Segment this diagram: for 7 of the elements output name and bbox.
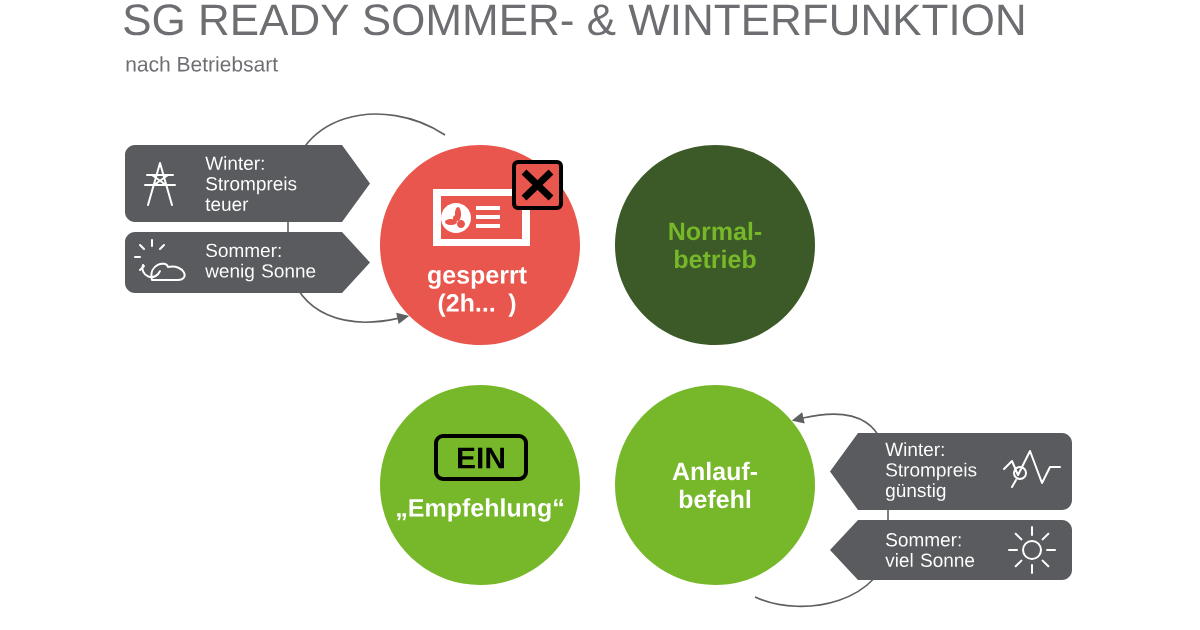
subtitle: nach Betriebsart (126, 56, 278, 72)
on-badge: EIN (434, 434, 528, 481)
label-tag: Winter: Strompreis teuer (125, 145, 370, 222)
label-tag: Sommer: viel Sonne (830, 520, 1072, 580)
label-tag: Winter: Strompreis günstig (830, 433, 1072, 510)
label-tag: Sommer: wenig Sonne (125, 232, 370, 293)
title: SG READY SOMMER- & WINTERFUNKTION (124, 4, 1024, 36)
